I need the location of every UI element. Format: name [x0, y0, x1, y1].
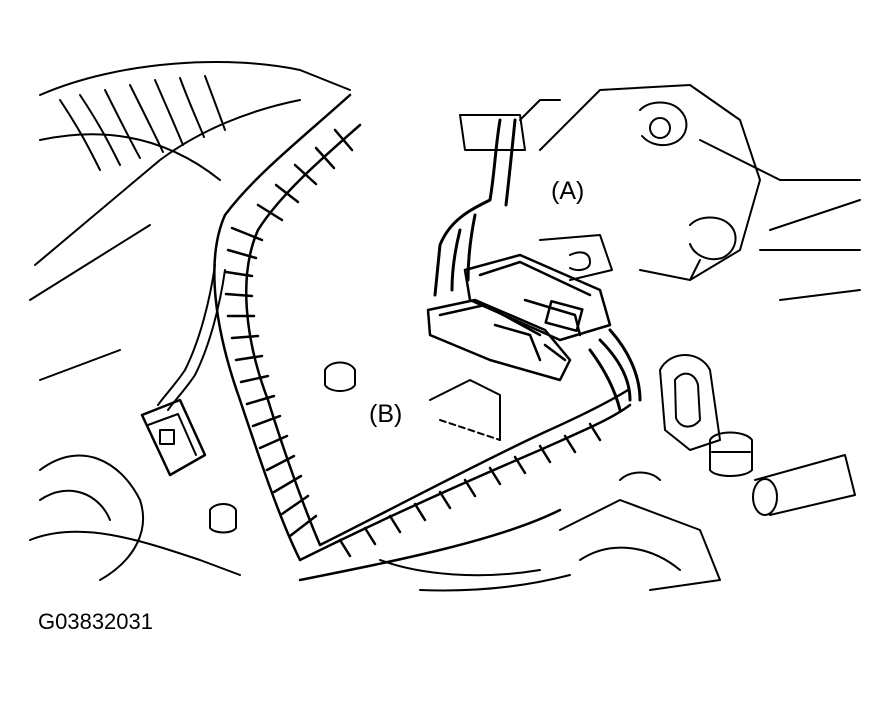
connector-wires	[433, 118, 642, 412]
callout-b-label: (B)	[367, 400, 405, 428]
engine-block-right	[539, 84, 861, 301]
lifting-eye-bracket	[659, 354, 721, 451]
sensor-connector	[140, 264, 226, 477]
upper-hose-body	[29, 61, 351, 301]
mounting-bracket	[459, 99, 613, 281]
lower-left-pulley	[29, 349, 241, 581]
small-bolt-left	[209, 361, 356, 534]
figure-id: G03832031	[38, 609, 153, 634]
lower-housing	[379, 379, 721, 592]
center-corrugated-harness	[298, 388, 632, 582]
left-corrugated-harness	[213, 93, 362, 562]
callout-a-label: (A)	[549, 177, 587, 205]
bolt-lower-right	[709, 431, 856, 516]
connector-b-housing	[426, 298, 572, 382]
